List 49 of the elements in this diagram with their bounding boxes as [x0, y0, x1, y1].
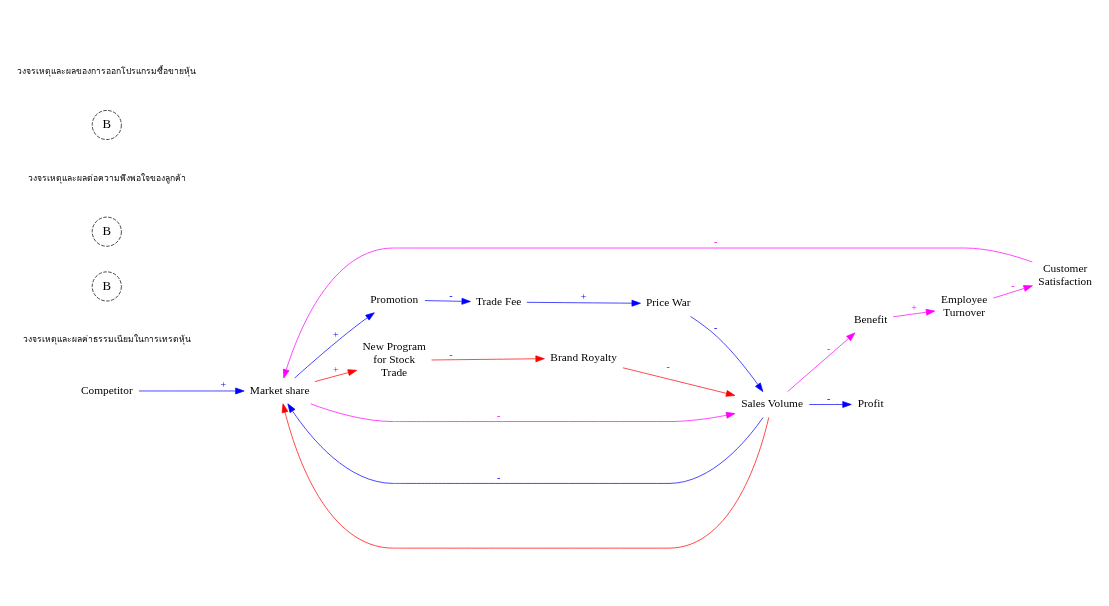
node-text: Brand Royalty	[550, 350, 617, 363]
arrow	[526, 299, 641, 307]
arrow	[808, 400, 852, 408]
label: วงจรเหตุและผลค่าธรรมเนียมในการเทรดหุ้น	[22, 333, 191, 344]
arrow	[138, 387, 245, 394]
node-text: Market share	[249, 383, 310, 396]
edge-label: +	[580, 290, 587, 302]
edge-label: -	[497, 409, 501, 421]
label: วงจรเหตุและผลต่อความพึงพอใจของลูกค้า	[27, 172, 186, 183]
arrow	[310, 403, 736, 422]
edge-label: +	[333, 328, 339, 340]
arrow	[424, 297, 471, 305]
arrow	[993, 284, 1033, 298]
arrow	[294, 311, 375, 378]
arrow	[281, 403, 770, 548]
node-text: Benefit	[853, 312, 888, 325]
edge-label: -	[449, 348, 453, 360]
edge-label: -	[827, 392, 831, 404]
arrow	[314, 368, 358, 382]
label: วงจรเหตุและผลของการออกโปรแกรมซื้อขายหุ้น	[17, 65, 197, 76]
arrow	[892, 308, 936, 317]
edge-label: -	[449, 289, 453, 301]
node-text: Trade Fee	[476, 294, 522, 307]
node-text: Customer Satisfaction	[1038, 261, 1092, 287]
label: B	[102, 278, 112, 293]
edge-label: -	[497, 471, 501, 483]
edge-label: -	[713, 235, 718, 247]
node-text: Employee Turnover	[941, 292, 988, 318]
edge-label: +	[220, 378, 227, 390]
edge-label: -	[827, 342, 831, 354]
node-text: Sales Volume	[741, 396, 803, 409]
node-text: New Program for Stock Trade	[362, 339, 426, 378]
label: B	[102, 116, 112, 131]
label: B	[102, 223, 112, 238]
arrow	[787, 331, 856, 392]
edge-label: +	[911, 301, 917, 313]
edge-label: -	[713, 321, 718, 333]
arrow	[622, 366, 736, 397]
node-text: Promotion	[370, 292, 419, 305]
node-text: Profit	[857, 396, 884, 409]
arrow	[431, 354, 545, 362]
arrow	[287, 403, 764, 484]
node-text: Price War	[645, 295, 691, 308]
edge-label: -	[1011, 279, 1015, 291]
edge-label: +	[333, 363, 339, 375]
node-text: Competitor	[80, 383, 133, 396]
arrow	[283, 247, 1033, 378]
arrow	[690, 315, 764, 392]
edge-label: -	[666, 360, 670, 372]
